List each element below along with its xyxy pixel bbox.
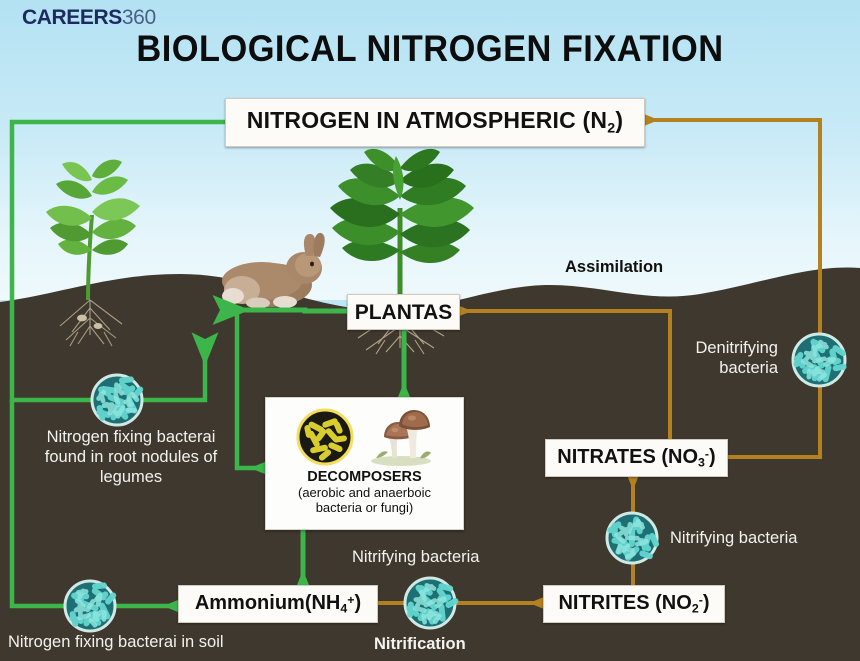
logo-careers-text: CAREERS	[22, 6, 122, 29]
denitrifying-bacteria-label: Denitrifying bacteria	[658, 339, 778, 379]
nitrification-label: Nitrification	[374, 635, 466, 653]
denitrifying-line2: bacteria	[719, 358, 778, 377]
decomposers-subtitle-line2: bacteria or fungi)	[315, 499, 414, 515]
nitrifying-bacteria-right-label: Nitrifying bacteria	[670, 529, 798, 547]
atmospheric-nitrogen-box: NITROGEN IN ATMOSPHERIC (N2)	[225, 98, 645, 147]
nitrites-box: NITRITES (NO2-)	[543, 585, 725, 623]
nodule-bacteria-line2: found in root nodules of	[44, 447, 218, 466]
page-title: BIOLOGICAL NITROGEN FIXATION	[136, 28, 724, 69]
decomposers-subtitle-line1: (aerobic and anaerboic	[298, 485, 431, 500]
nodule-bacteria-label: Nitrogen fixing bacterai found in root n…	[26, 428, 236, 487]
nodule-bacteria-line1: Nitrogen fixing bacterai	[46, 428, 216, 446]
decomposers-box: DECOMPOSERS (aerobic and anaerboic bacte…	[265, 397, 464, 530]
ammonium-label: Ammonium(NH4+)	[194, 591, 362, 616]
nitrifying-bacteria-middle-label: Nitrifying bacteria	[352, 548, 480, 566]
nitrates-box: NITRATES (NO3-)	[545, 439, 728, 477]
soil-bacteria-label: Nitrogen fixing bacterai in soil	[8, 633, 224, 651]
mushroom-icon	[370, 410, 431, 466]
nodule-bacteria-line3: legumes	[99, 467, 163, 486]
ammonium-box: Ammonium(NH4+)	[178, 585, 378, 623]
atmospheric-nitrogen-label: NITROGEN IN ATMOSPHERIC (N2)	[246, 107, 624, 137]
careers360-logo: CAREERS360	[22, 6, 156, 30]
nitrates-label: NITRATES (NO3-)	[557, 445, 716, 470]
plants-box: PLANTAS	[347, 294, 460, 330]
assimilation-label: Assimilation	[565, 258, 664, 276]
decomposers-title: DECOMPOSERS	[307, 469, 422, 485]
yellow-bacteria-circle-icon	[296, 408, 353, 466]
decomposers-icons	[296, 404, 434, 466]
logo-360-text: 360	[121, 6, 156, 29]
denitrifying-line1: Denitrifying	[695, 339, 778, 357]
nitrites-label: NITRITES (NO2-)	[558, 591, 710, 616]
decomposers-subtitle: (aerobic and anaerboic bacteria or fungi…	[298, 485, 431, 515]
